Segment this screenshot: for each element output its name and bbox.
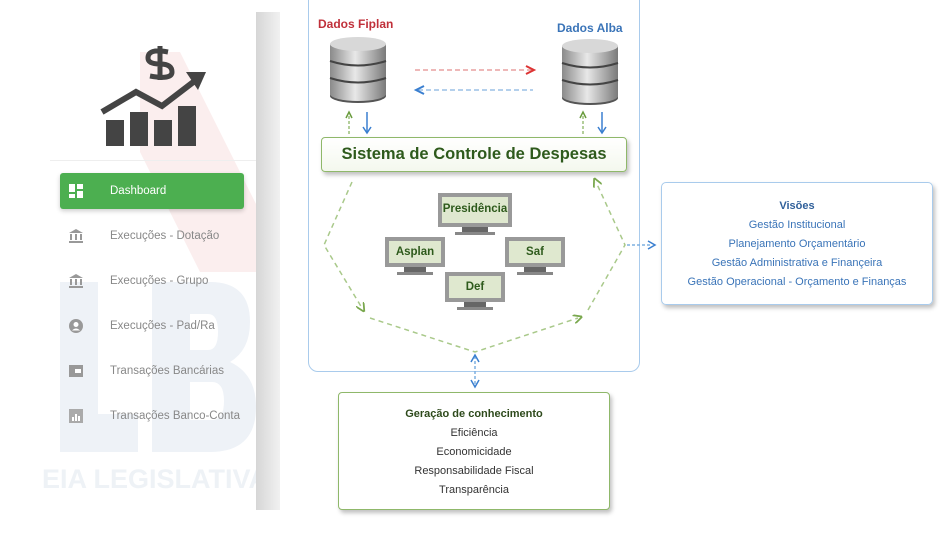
sidebar-item-label: Dashboard [110,185,167,197]
visoes-item: Gestão Administrativa e Finançeira [711,257,883,269]
geracao-item: Transparência [439,484,509,496]
visoes-box: Visões Gestão Institucional Planejamento… [661,182,933,305]
sidebar-item-label: Execuções - Dotação [110,230,220,242]
sidebar-item-transacoes-bancarias[interactable]: Transações Bancárias [60,353,244,389]
geracao-title: Geração de conhecimento [405,408,543,420]
divider [50,160,256,161]
fiplan-database-icon [329,37,387,103]
geracao-box: Geração de conhecimento Eficiência Econo… [338,392,610,510]
geracao-item: Economicidade [436,446,512,458]
monitor-saf: Saf [505,237,565,275]
alba-database-icon [561,39,619,105]
monitor-presidencia: Presidência [438,193,512,235]
sidebar-item-execucoes-dotacao[interactable]: Execuções - Dotação [60,218,244,254]
system-box: Sistema de Controle de Despesas [321,137,627,172]
geracao-item: Responsabilidade Fiscal [414,465,534,477]
sidebar-item-label: Transações Banco-Conta [110,410,240,422]
monitor-def: Def [445,272,505,310]
logo-icon [100,46,206,146]
sidebar-shadow [256,12,280,510]
watermark-shape [140,52,256,272]
visoes-item: Planejamento Orçamentário [728,238,866,250]
visoes-title: Visões [779,200,815,212]
geracao-item: Eficiência [450,427,498,439]
fiplan-label: Dados Fiplan [318,17,394,31]
user-circle-icon [68,319,84,333]
sidebar-item-label: Execuções - Pad/Ra [110,320,215,332]
alba-label: Dados Alba [557,21,623,35]
bar-chart-icon [68,409,84,423]
system-frame [308,0,640,372]
wallet-icon [68,364,84,378]
bank-icon [68,274,84,288]
sidebar: EIA LEGISLATIVA Dashboard Execuções - Do… [40,12,256,510]
sidebar-item-dashboard[interactable]: Dashboard [60,173,244,209]
visoes-item: Gestão Institucional [748,219,846,231]
dashboard-icon [68,184,84,198]
visoes-item: Gestão Operacional - Orçamento e Finança… [687,276,907,288]
sidebar-item-execucoes-grupo[interactable]: Execuções - Grupo [60,263,244,299]
sidebar-item-execucoes-pad-ra[interactable]: Execuções - Pad/Ra [60,308,244,344]
watermark-text: EIA LEGISLATIVA [42,464,256,494]
monitor-asplan: Asplan [385,237,445,275]
sidebar-item-label: Execuções - Grupo [110,275,209,287]
bank-icon [68,229,84,243]
diagram-connectors [323,65,657,389]
sidebar-item-label: Transações Bancárias [110,365,224,377]
sidebar-item-transacoes-banco-conta[interactable]: Transações Banco-Conta [60,398,244,434]
